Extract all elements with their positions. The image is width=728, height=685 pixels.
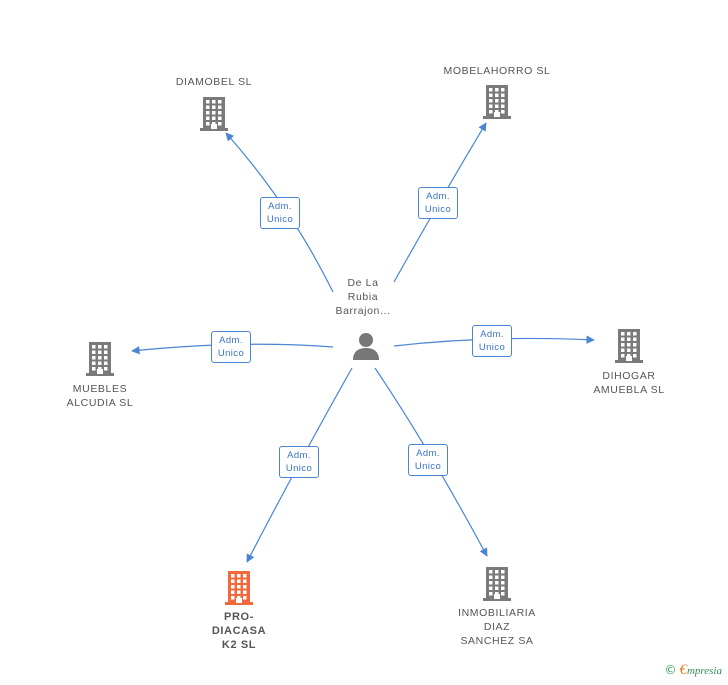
relation-badge-muebles-alcudia[interactable]: Adm. Unico <box>211 331 251 363</box>
building-icon <box>200 97 228 131</box>
relation-label: Adm. <box>416 448 440 459</box>
relation-badge-pro-diacasa[interactable]: Adm. Unico <box>279 446 319 478</box>
relation-label: Unico <box>285 463 313 474</box>
relation-label: Adm. <box>219 335 243 346</box>
relation-label: Unico <box>424 204 452 215</box>
relation-label: Adm. <box>268 201 292 212</box>
relation-badge-mobelahorro[interactable]: Adm. Unico <box>418 187 458 219</box>
building-icon <box>225 571 253 605</box>
relation-label: Unico <box>478 342 506 353</box>
relation-badge-dihogar[interactable]: Adm. Unico <box>472 325 512 357</box>
credit: ©€mpresia <box>664 662 722 679</box>
relation-label: Adm. <box>426 191 450 202</box>
relation-label: Adm. <box>480 329 504 340</box>
building-icon <box>615 329 643 363</box>
person-icon <box>353 333 379 360</box>
company-name: DIAMOBEL SL <box>175 76 253 88</box>
brand-logo-letter: € <box>679 662 687 678</box>
person-name: De La Rubia Barrajon... <box>335 277 391 317</box>
relation-badge-diamobel[interactable]: Adm. Unico <box>260 197 300 229</box>
relation-label: Unico <box>414 461 442 472</box>
company-name: MOBELAHORRO SL <box>443 65 551 77</box>
relation-label: Unico <box>266 214 294 225</box>
brand-name: mpresia <box>686 665 722 677</box>
relation-badge-inmobiliaria[interactable]: Adm. Unico <box>408 444 448 476</box>
relation-label: Adm. <box>287 450 311 461</box>
copyright-symbol: © <box>664 663 677 677</box>
building-icon <box>483 567 511 601</box>
relation-label: Unico <box>217 348 245 359</box>
building-icon <box>483 85 511 119</box>
building-icon <box>86 342 114 376</box>
